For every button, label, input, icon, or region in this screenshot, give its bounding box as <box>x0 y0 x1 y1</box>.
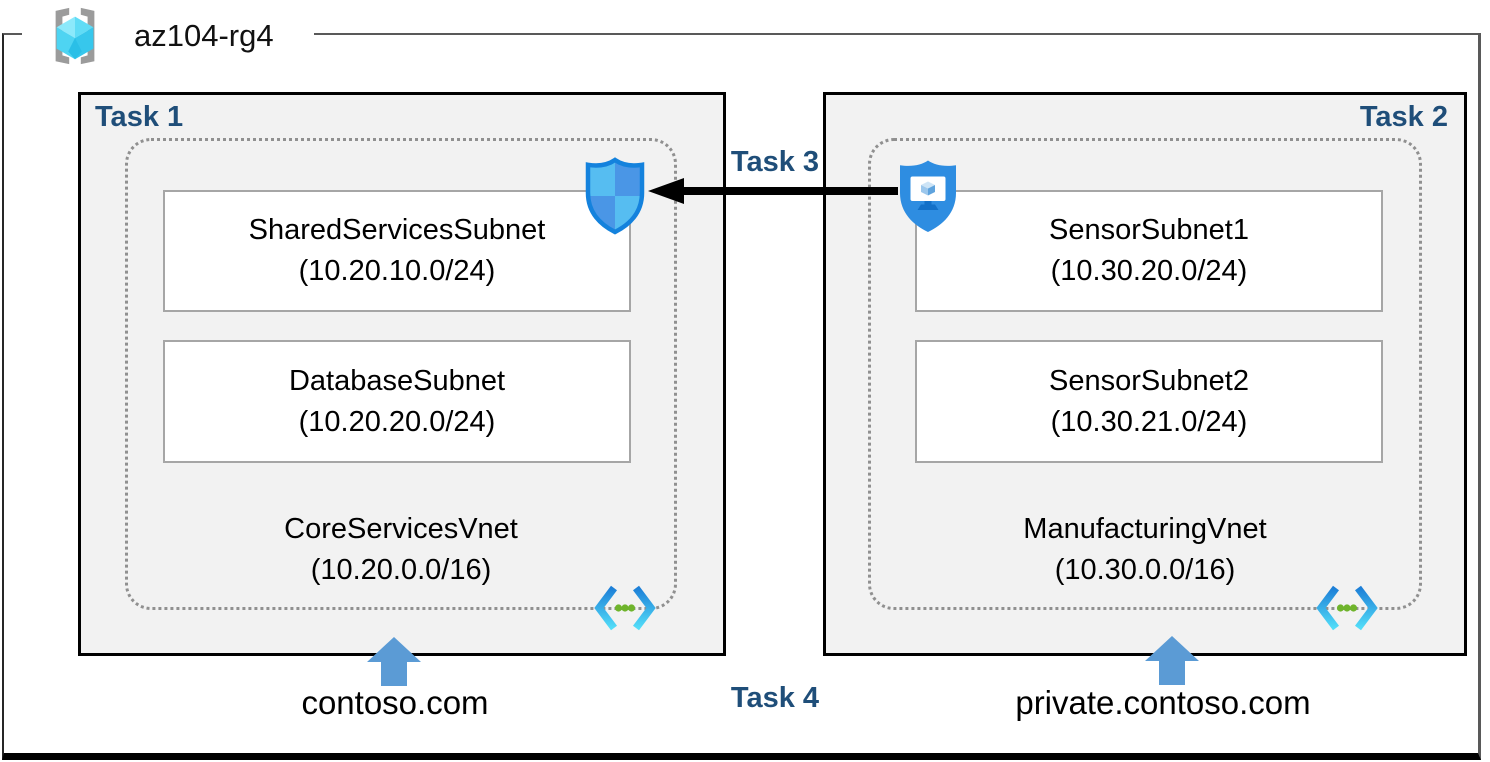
sensor1-subnet-box: SensorSubnet1 (10.30.20.0/24) <box>915 190 1383 312</box>
resource-group-icon <box>55 7 95 65</box>
subnet-name: DatabaseSubnet <box>288 364 506 397</box>
subnet-cidr: (10.20.10.0/24) <box>298 255 496 287</box>
manufacturing-vnet-boundary: ManufacturingVnet (10.30.0.0/16) <box>868 138 1422 631</box>
subnet-name: SharedServicesSubnet <box>248 214 546 246</box>
resource-group-header: az104-rg4 <box>22 0 314 72</box>
network-security-group-icon <box>585 157 645 235</box>
subnet-cidr: (10.30.20.0/24) <box>1050 255 1248 287</box>
task1-label: Task 1 <box>95 101 184 133</box>
vnet-cidr: (10.20.0.0/16) <box>310 554 492 586</box>
virtual-network-icon <box>1316 585 1378 631</box>
resource-group-name: az104-rg4 <box>134 18 274 53</box>
task2-label: Task 2 <box>1359 101 1448 133</box>
manufacturing-vnet-caption: ManufacturingVnet (10.30.0.0/16) <box>871 509 1419 591</box>
task3-label: Task 3 <box>730 146 820 178</box>
subnet-name: SensorSubnet2 <box>1049 364 1249 397</box>
subnet-name: SensorSubnet1 <box>1049 214 1249 246</box>
vnet-name: CoreServicesVnet <box>284 513 518 545</box>
subnet-cidr: (10.20.20.0/24) <box>298 405 496 438</box>
subnet-cidr: (10.30.21.0/24) <box>1050 405 1248 438</box>
vnet-cidr: (10.30.0.0/16) <box>1054 554 1236 586</box>
coreservices-vnet-boundary: CoreServicesVnet (10.20.0.0/16) <box>125 138 677 631</box>
blue-up-arrow-icon <box>367 637 421 686</box>
resource-group-frame <box>2 33 1481 760</box>
black-left-arrow-icon <box>648 178 898 204</box>
sharedservices-subnet-box: SharedServicesSubnet (10.20.10.0/24) <box>163 190 631 312</box>
application-security-group-icon <box>900 160 956 232</box>
coreservices-vnet-caption: CoreServicesVnet (10.20.0.0/16) <box>128 509 674 591</box>
database-subnet-box: DatabaseSubnet (10.20.20.0/24) <box>163 340 631 463</box>
blue-up-arrow-icon <box>1145 636 1199 685</box>
sensor2-subnet-box: SensorSubnet2 (10.30.21.0/24) <box>915 340 1383 463</box>
task4-label: Task 4 <box>730 682 820 714</box>
vnet-name: ManufacturingVnet <box>1023 513 1267 545</box>
private-contoso-dns-zone-label: private.contoso.com <box>1015 684 1311 721</box>
contoso-dns-zone-label: contoso.com <box>301 684 489 721</box>
virtual-network-icon <box>594 585 656 631</box>
